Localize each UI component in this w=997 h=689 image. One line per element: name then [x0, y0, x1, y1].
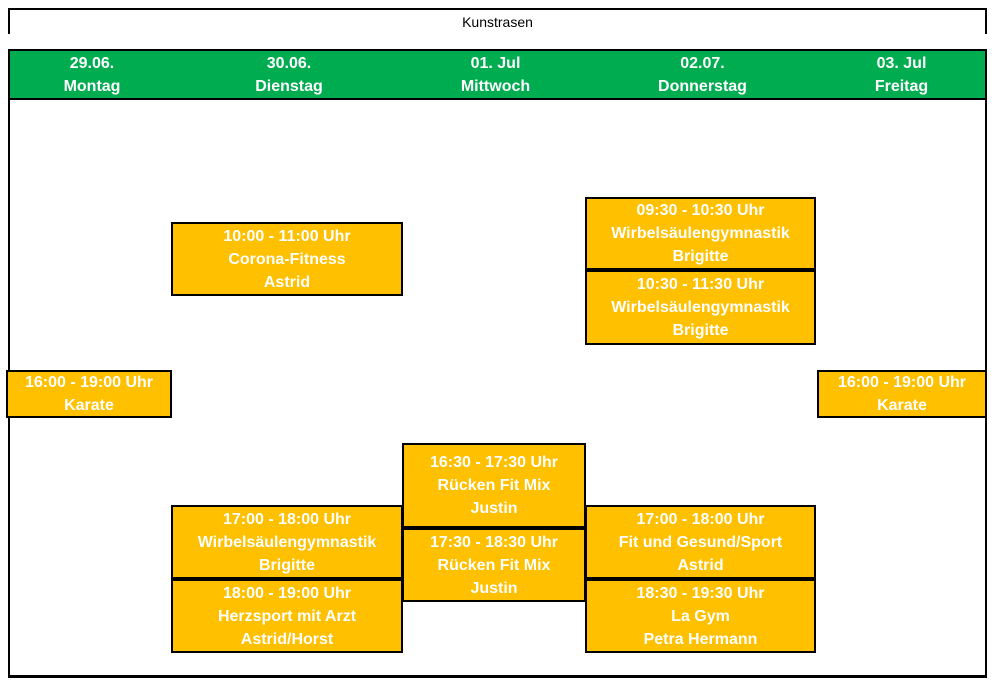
- day-header-dienstag: 30.06. Dienstag: [174, 51, 404, 98]
- event-block[interactable]: 18:30 - 19:30 Uhr La Gym Petra Hermann: [585, 579, 816, 653]
- event-time: 09:30 - 10:30 Uhr: [636, 202, 765, 219]
- event-activity: Herzsport mit Arzt: [217, 607, 357, 625]
- event-activity: Wirbelsäulengymnastik: [197, 533, 377, 551]
- event-instructor: Justin: [470, 500, 518, 517]
- event-time: 17:00 - 18:00 Uhr: [222, 510, 352, 528]
- schedule-title: Kunstrasen: [462, 14, 533, 30]
- event-time: 10:30 - 11:30 Uhr: [636, 276, 765, 293]
- event-instructor: Brigitte: [672, 248, 729, 265]
- day-name: Freitag: [874, 77, 929, 95]
- day-name: Dienstag: [255, 77, 323, 95]
- day-header-row: 29.06. Montag 30.06. Dienstag 01. Jul Mi…: [8, 49, 987, 100]
- event-block[interactable]: 16:00 - 19:00 Uhr Karate: [817, 370, 987, 418]
- day-header-montag: 29.06. Montag: [10, 51, 174, 98]
- event-block[interactable]: 10:30 - 11:30 Uhr Wirbelsäulengymnastik …: [585, 270, 816, 345]
- event-instructor: Justin: [470, 579, 518, 597]
- event-instructor: Petra Hermann: [643, 630, 758, 648]
- event-activity: Wirbelsäulengymnastik: [611, 299, 790, 316]
- event-block[interactable]: 18:00 - 19:00 Uhr Herzsport mit Arzt Ast…: [171, 579, 403, 653]
- event-time: 18:00 - 19:00 Uhr: [222, 584, 352, 602]
- event-activity: Wirbelsäulengymnastik: [611, 225, 790, 242]
- event-time: 10:00 - 11:00 Uhr: [223, 227, 351, 245]
- day-name: Montag: [63, 77, 121, 95]
- event-activity: Fit und Gesund/Sport: [618, 533, 783, 551]
- event-activity: La Gym: [671, 607, 730, 625]
- event-instructor: Brigitte: [672, 322, 729, 339]
- event-activity: Rücken Fit Mix: [437, 477, 551, 494]
- day-name: Donnerstag: [658, 77, 747, 95]
- event-block[interactable]: 16:30 - 17:30 Uhr Rücken Fit Mix Justin: [402, 443, 586, 528]
- event-instructor: Astrid: [263, 273, 311, 291]
- event-time: 17:00 - 18:00 Uhr: [636, 510, 765, 528]
- event-block[interactable]: 17:30 - 18:30 Uhr Rücken Fit Mix Justin: [402, 528, 586, 602]
- event-time: 16:00 - 19:00 Uhr: [24, 374, 154, 391]
- event-block[interactable]: 09:30 - 10:30 Uhr Wirbelsäulengymnastik …: [585, 197, 816, 270]
- event-time: 16:30 - 17:30 Uhr: [429, 454, 559, 471]
- event-block[interactable]: 17:00 - 18:00 Uhr Fit und Gesund/Sport A…: [585, 505, 816, 579]
- day-date: 02.07.: [680, 54, 725, 72]
- event-activity: Karate: [64, 397, 114, 414]
- event-instructor: Brigitte: [259, 556, 315, 574]
- event-block[interactable]: 10:00 - 11:00 Uhr Corona-Fitness Astrid: [171, 222, 403, 296]
- day-date: 30.06.: [266, 54, 312, 72]
- event-instructor: Astrid/Horst: [240, 630, 334, 648]
- event-activity: Karate: [877, 397, 927, 414]
- day-date: 03. Jul: [876, 54, 927, 72]
- event-time: 16:00 - 19:00 Uhr: [837, 374, 967, 391]
- event-time: 18:30 - 19:30 Uhr: [636, 584, 765, 602]
- day-date: 29.06.: [69, 54, 115, 72]
- schedule-title-box: Kunstrasen: [8, 8, 987, 34]
- day-header-freitag: 03. Jul Freitag: [818, 51, 985, 98]
- event-instructor: Astrid: [677, 556, 724, 574]
- event-block[interactable]: 17:00 - 18:00 Uhr Wirbelsäulengymnastik …: [171, 505, 403, 579]
- day-date: 01. Jul: [470, 54, 521, 72]
- day-name: Mittwoch: [460, 77, 531, 95]
- event-block[interactable]: 16:00 - 19:00 Uhr Karate: [6, 370, 172, 418]
- event-activity: Corona-Fitness: [228, 250, 346, 268]
- event-time: 17:30 - 18:30 Uhr: [429, 533, 559, 551]
- day-header-mittwoch: 01. Jul Mittwoch: [404, 51, 587, 98]
- day-header-donnerstag: 02.07. Donnerstag: [587, 51, 818, 98]
- event-activity: Rücken Fit Mix: [437, 556, 551, 574]
